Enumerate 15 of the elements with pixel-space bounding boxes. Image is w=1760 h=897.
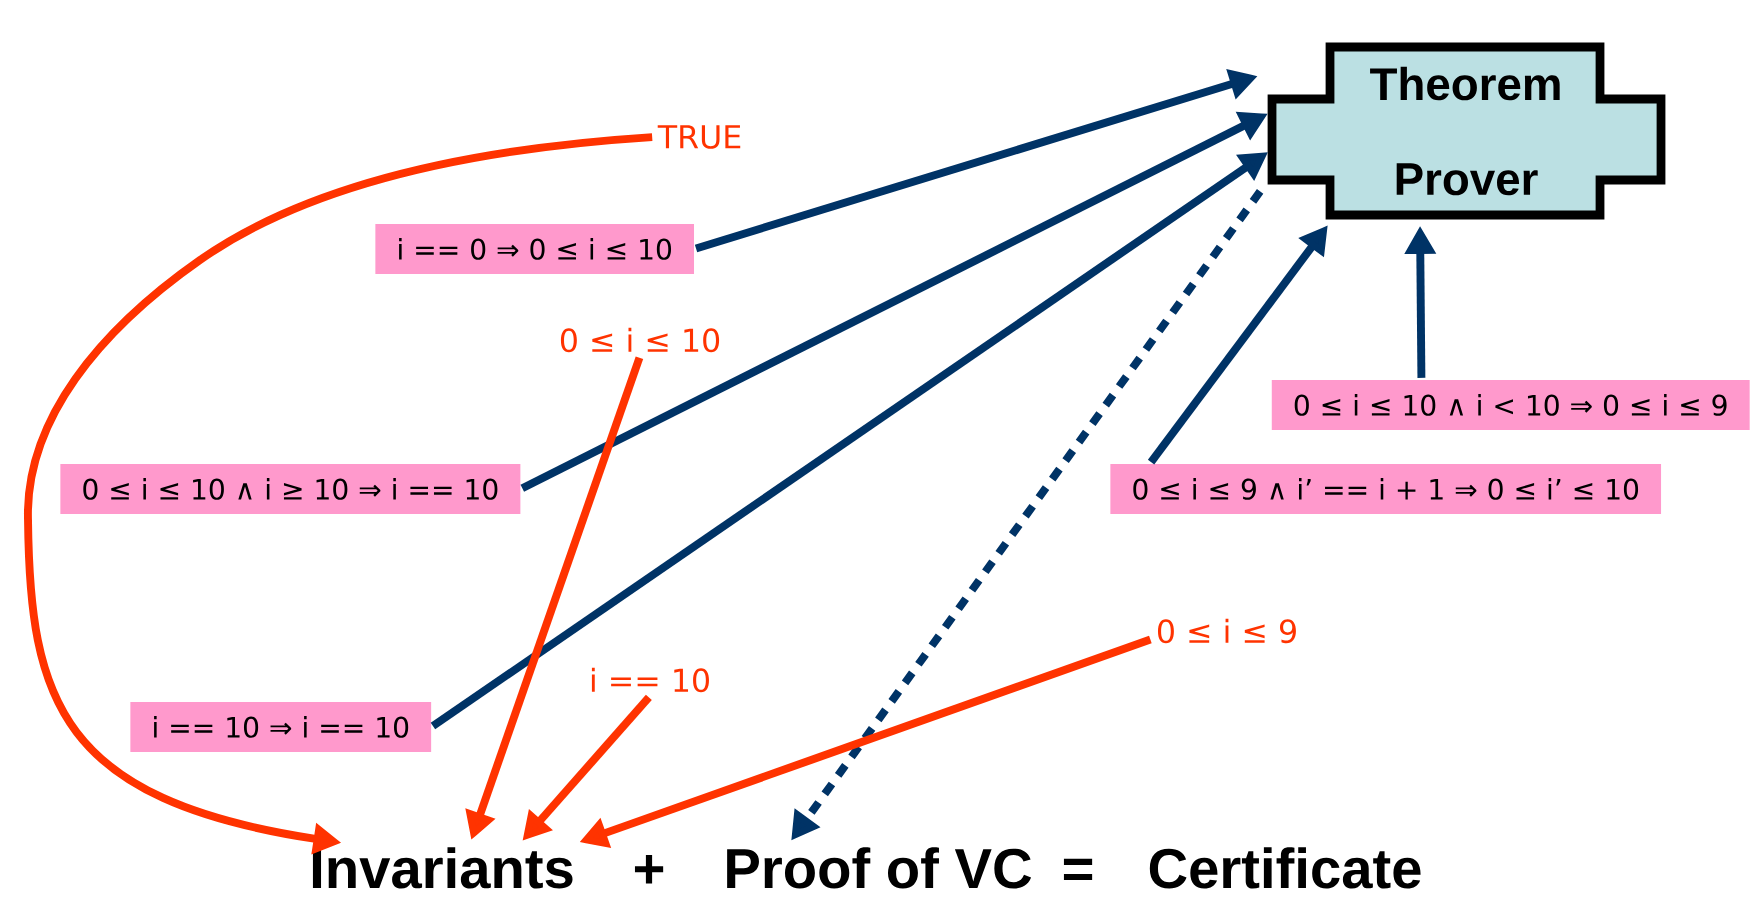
formula-box: 0 ≤ i ≤ 9 ∧ i’ == i + 1 ⇒ 0 ≤ i’ ≤ 10 xyxy=(1110,464,1662,514)
prover-box: Theorem Prover xyxy=(1267,42,1666,220)
formula-box: 0 ≤ i ≤ 10 ∧ i ≥ 10 ⇒ i == 10 xyxy=(60,464,521,514)
formula-box: 0 ≤ i ≤ 10 ∧ i < 10 ⇒ 0 ≤ i ≤ 9 xyxy=(1271,380,1750,430)
invariant-text: TRUE xyxy=(657,125,741,149)
operator-sign: = xyxy=(1063,858,1093,880)
equation-term: Proof of VC xyxy=(727,847,1032,889)
formula-box: i == 0 ⇒ 0 ≤ i ≤ 10 xyxy=(375,224,694,274)
invariant-text: 0 ≤ i ≤ 10 xyxy=(560,327,720,353)
invariant-text: i == 10 xyxy=(591,667,709,693)
operator-sign: + xyxy=(634,855,664,884)
equation-text: Certificate xyxy=(1149,847,1421,889)
invariant-text: 0 ≤ i ≤ 9 xyxy=(1158,618,1296,644)
formula-box: i == 10 ⇒ i == 10 xyxy=(130,702,432,752)
equation-term: Invariants xyxy=(312,847,573,889)
